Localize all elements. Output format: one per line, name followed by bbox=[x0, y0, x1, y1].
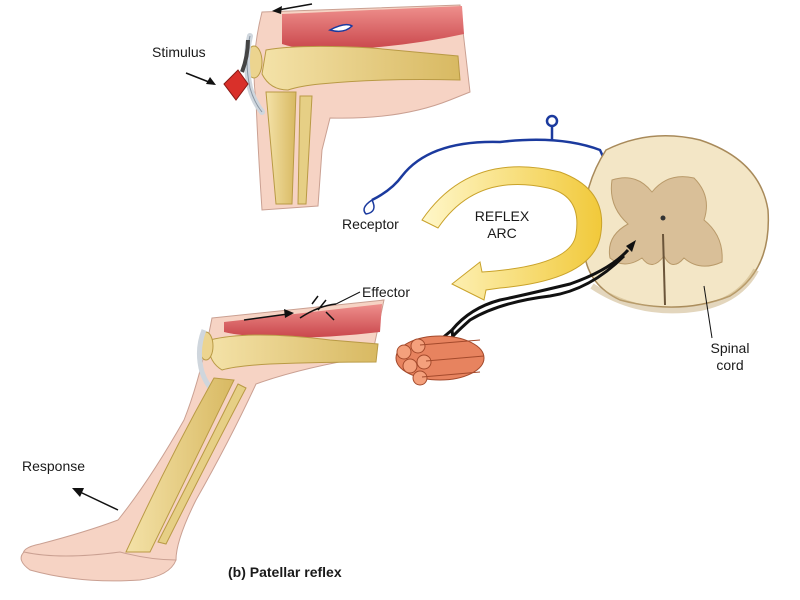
reflex-arc-label-line1: REFLEX bbox=[474, 208, 530, 224]
spinal-cord-cross-section bbox=[582, 135, 770, 314]
reflex-arc-arrow bbox=[421, 166, 603, 301]
spinal-cord-label-line1: Spinal bbox=[710, 340, 750, 356]
spinal-cord-label: Spinal cord bbox=[700, 340, 760, 374]
effector-label: Effector bbox=[362, 284, 410, 300]
response-label: Response bbox=[22, 458, 86, 474]
receptor-label: Receptor bbox=[342, 216, 399, 232]
sensory-ganglion bbox=[545, 114, 559, 128]
spinal-cord-label-line2: cord bbox=[716, 357, 744, 373]
figure-caption: (b) Patellar reflex bbox=[228, 564, 342, 580]
response-arrow bbox=[79, 491, 119, 511]
reflex-arc-label: REFLEX ARC bbox=[462, 208, 542, 242]
reflex-arc-label-line2: ARC bbox=[487, 225, 517, 241]
upper-knee-illustration bbox=[185, 3, 471, 211]
muscle-fiber-bundle bbox=[395, 335, 485, 386]
stimulus-label: Stimulus bbox=[152, 44, 206, 60]
reflex-hammer-icon bbox=[223, 39, 250, 101]
lower-leg-illustration bbox=[20, 295, 385, 582]
